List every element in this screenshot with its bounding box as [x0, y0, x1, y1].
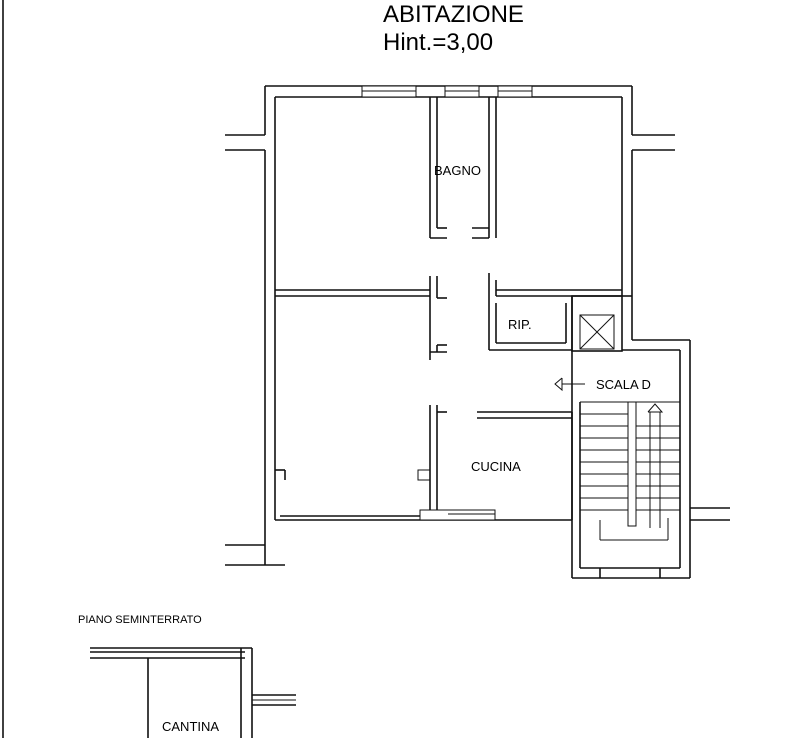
room-label-scala: SCALA D: [596, 377, 651, 392]
basement-label: PIANO SEMINTERRATO: [78, 614, 202, 626]
interior-walls: [275, 97, 622, 520]
room-label-bagno: BAGNO: [434, 163, 481, 178]
room-label-rip: RIP.: [508, 317, 532, 332]
room-label-cucina: CUCINA: [471, 459, 521, 474]
room-label-cantina: CANTINA: [162, 719, 219, 734]
height-label: Hint.=3,00: [383, 29, 493, 56]
entry-arrow-icon: [554, 377, 585, 392]
plan-title: ABITAZIONE: [383, 1, 524, 28]
outer-walls: [225, 85, 675, 566]
cantina-walls: [90, 647, 296, 738]
windows-top: [361, 85, 533, 98]
stair-core: [571, 295, 730, 579]
